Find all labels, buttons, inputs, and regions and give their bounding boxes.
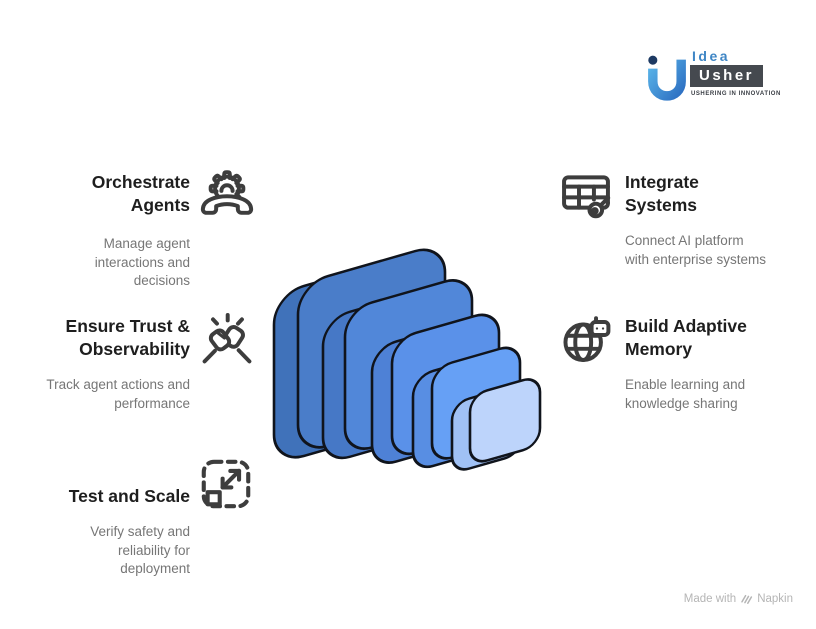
feature-desc-ensure-trust: Track agent actions and performance (46, 377, 190, 411)
feature-title-test-and-scale: Test and Scale (68, 486, 190, 506)
feature-desc-orchestrate-agents: Manage agent interactions and decisions (94, 236, 190, 288)
feature-desc-build-adaptive-memory: Enable learning and knowledge sharing (625, 377, 746, 411)
napkin-logo-icon (741, 594, 753, 604)
gear-handset-icon (199, 168, 255, 224)
table-key-icon (558, 168, 614, 224)
scale-expand-icon (197, 455, 253, 511)
napkin-credit-link[interactable]: Made with Napkin (684, 592, 793, 605)
made-with-text: Made with (683, 592, 737, 605)
feature-title-integrate-systems: Integrate Systems (625, 172, 699, 215)
feature-title-orchestrate-agents: Orchestrate Agents (91, 172, 190, 215)
idea-usher-monogram-icon (648, 55, 686, 101)
idea-usher-logo: Idea Usher USHERING IN INNOVATION (646, 48, 780, 108)
logo-usher-text: Usher (690, 65, 764, 87)
logo-idea-text: Idea (692, 48, 731, 64)
fist-bump-icon (199, 311, 255, 367)
logo-tagline: USHERING IN INNOVATION (691, 91, 781, 97)
feature-title-build-adaptive-memory: Build Adaptive Memory (625, 316, 747, 359)
globe-robot-icon (558, 311, 614, 367)
napkin-brand-text: Napkin (757, 592, 793, 605)
stacked-squares-graphic (272, 248, 542, 471)
feature-title-ensure-trust: Ensure Trust & Observability (65, 316, 190, 359)
stack-slab-5 (450, 378, 542, 471)
stack-slab-5-front (468, 378, 542, 463)
feature-desc-integrate-systems: Connect AI platform with enterprise syst… (625, 233, 767, 267)
feature-desc-test-and-scale: Verify safety and reliability for deploy… (90, 524, 190, 576)
